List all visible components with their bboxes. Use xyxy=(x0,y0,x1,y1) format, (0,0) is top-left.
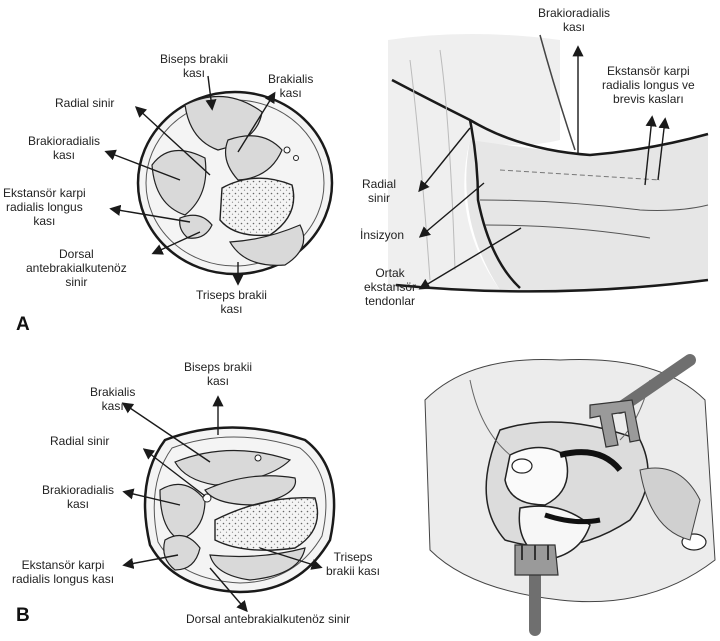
cross-section-b xyxy=(145,428,334,593)
label-b-dorsal-nerve: Dorsal antebrakialkutenöz sinir xyxy=(186,612,350,626)
operative-view-b xyxy=(425,360,715,602)
label-a-incision: İnsizyon xyxy=(360,228,404,242)
label-a-radial-nerve: Radial sinir xyxy=(55,96,114,110)
panel-label-a: A xyxy=(16,314,30,336)
panel-label-b: B xyxy=(16,605,30,627)
humeral-head xyxy=(505,448,568,506)
label-b-radial-nerve: Radial sinir xyxy=(50,434,109,448)
